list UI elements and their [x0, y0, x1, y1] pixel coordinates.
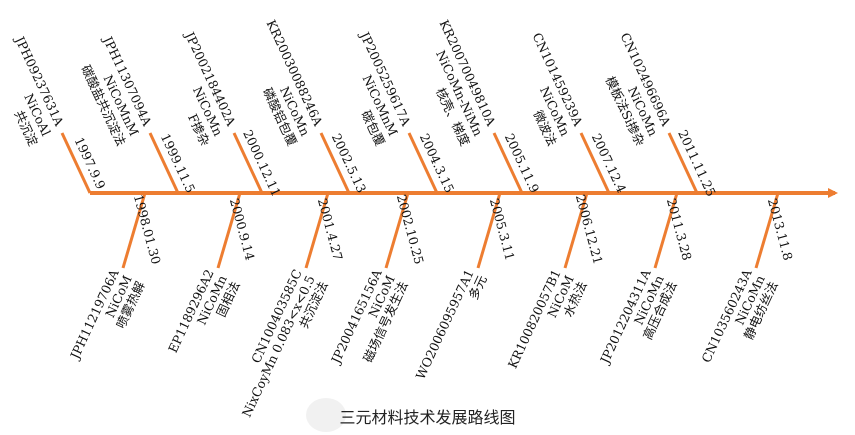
- branch-line-below: [384, 192, 410, 269]
- branch-line-above: [492, 132, 524, 194]
- branch-line-above: [319, 132, 351, 194]
- branch-line-above: [148, 132, 180, 194]
- branch-line-above: [60, 132, 92, 194]
- caption-decoration: [306, 398, 346, 432]
- branch-line-below: [754, 192, 780, 269]
- milestone-date: 2001.4.27: [315, 197, 346, 262]
- branch-line-below: [476, 192, 502, 269]
- branch-line-below: [304, 192, 330, 269]
- diagram-caption: 三元材料技术发展路线图: [339, 408, 516, 427]
- milestone-date: 2013.11.8: [765, 197, 796, 262]
- branch-line-above: [232, 132, 264, 194]
- milestone-date: 2005.3.11: [487, 197, 518, 262]
- branch-line-above: [579, 132, 611, 194]
- branch-line-above: [407, 132, 439, 194]
- branch-line-below: [653, 192, 679, 269]
- branch-line-above: [667, 132, 699, 194]
- patent-number: WO2006095957A1: [413, 267, 477, 382]
- branch-line-below: [216, 192, 242, 269]
- milestone-date: 2000.9.14: [227, 197, 258, 262]
- branch-line-below: [121, 192, 147, 269]
- branch-line-below: [563, 192, 589, 269]
- milestone-date: 2011.3.28: [664, 197, 695, 262]
